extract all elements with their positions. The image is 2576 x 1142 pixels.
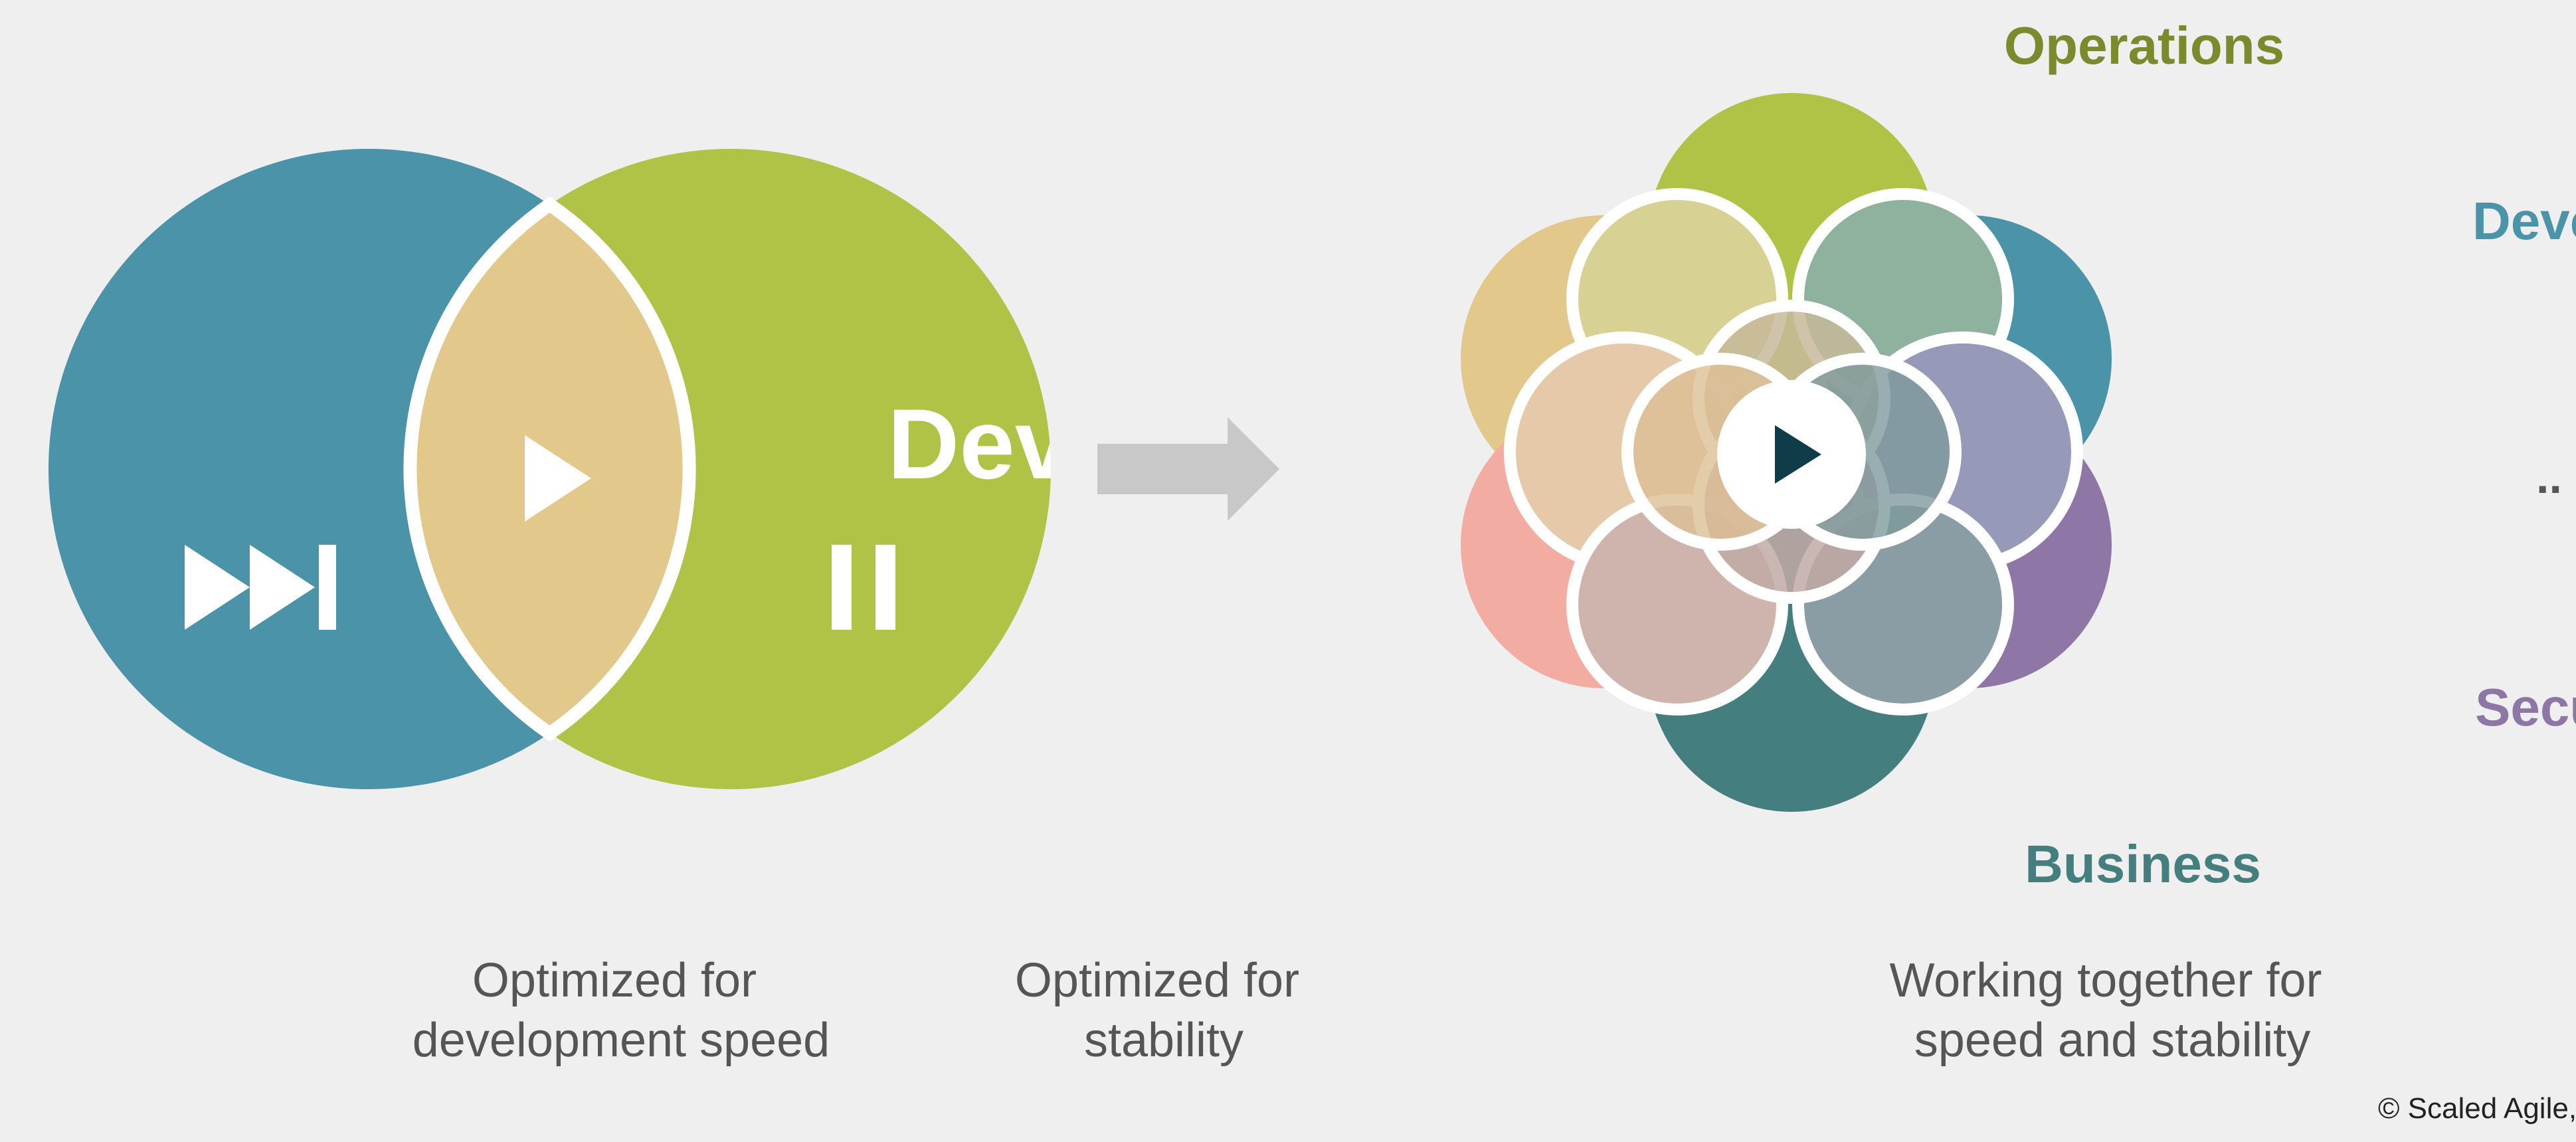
right-arrow-icon: [1097, 417, 1279, 521]
partial-word-label: Dev: [887, 388, 1070, 500]
right-caption-line-1: Working together for: [1889, 954, 2322, 1007]
flower-diagram: [1461, 93, 2112, 812]
copyright-label: © Scaled Agile, I: [2378, 1092, 2576, 1125]
left-caption-line-1: Optimized for: [472, 954, 757, 1007]
ellipsis-label: ..: [2536, 451, 2562, 503]
left-venn-diagram: Dev: [48, 149, 1070, 789]
development-label: Deve: [2472, 191, 2576, 250]
security-label: Secu: [2475, 678, 2576, 737]
pause-icon: [832, 545, 895, 630]
left-caption: Optimized for development speed: [413, 954, 830, 1067]
middle-caption: Optimized for stability: [1015, 954, 1313, 1067]
right-caption: Working together for speed and stability: [1889, 954, 2335, 1067]
middle-caption-line-1: Optimized for: [1015, 954, 1299, 1007]
middle-caption-line-2: stability: [1084, 1014, 1243, 1067]
business-label: Business: [2025, 834, 2261, 894]
fast-forward-icon: [185, 545, 336, 630]
play-icon: [525, 435, 591, 522]
right-caption-line-2: speed and stability: [1914, 1014, 2310, 1067]
operations-label: Operations: [2004, 16, 2284, 75]
center-play-icon: [1775, 425, 1821, 484]
left-caption-line-2: development speed: [413, 1014, 830, 1067]
